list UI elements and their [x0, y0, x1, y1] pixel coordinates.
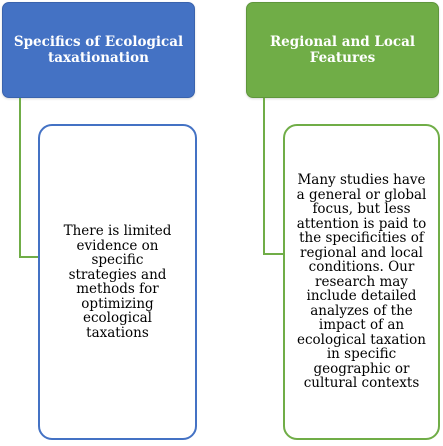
header-ecological-taxation: Specifics of Ecological taxationation: [2, 2, 195, 98]
content-box-ecological-taxation: There is limited evidence on specific st…: [38, 124, 197, 440]
content-regional-local-features-text: Many studies have a general or global fo…: [296, 172, 427, 392]
connector-left-horizontal: [19, 256, 40, 258]
connector-left-vertical: [19, 98, 21, 258]
header-ecological-taxation-label: Specifics of Ecological taxationation: [13, 34, 184, 66]
connector-right-vertical: [263, 98, 265, 255]
header-regional-local-features-label: Regional and Local Features: [269, 34, 416, 66]
header-regional-local-features: Regional and Local Features: [246, 2, 439, 98]
content-box-regional-local-features: Many studies have a general or global fo…: [283, 124, 440, 440]
connector-right-horizontal: [263, 253, 285, 255]
content-ecological-taxation-text: There is limited evidence on specific st…: [63, 223, 172, 341]
